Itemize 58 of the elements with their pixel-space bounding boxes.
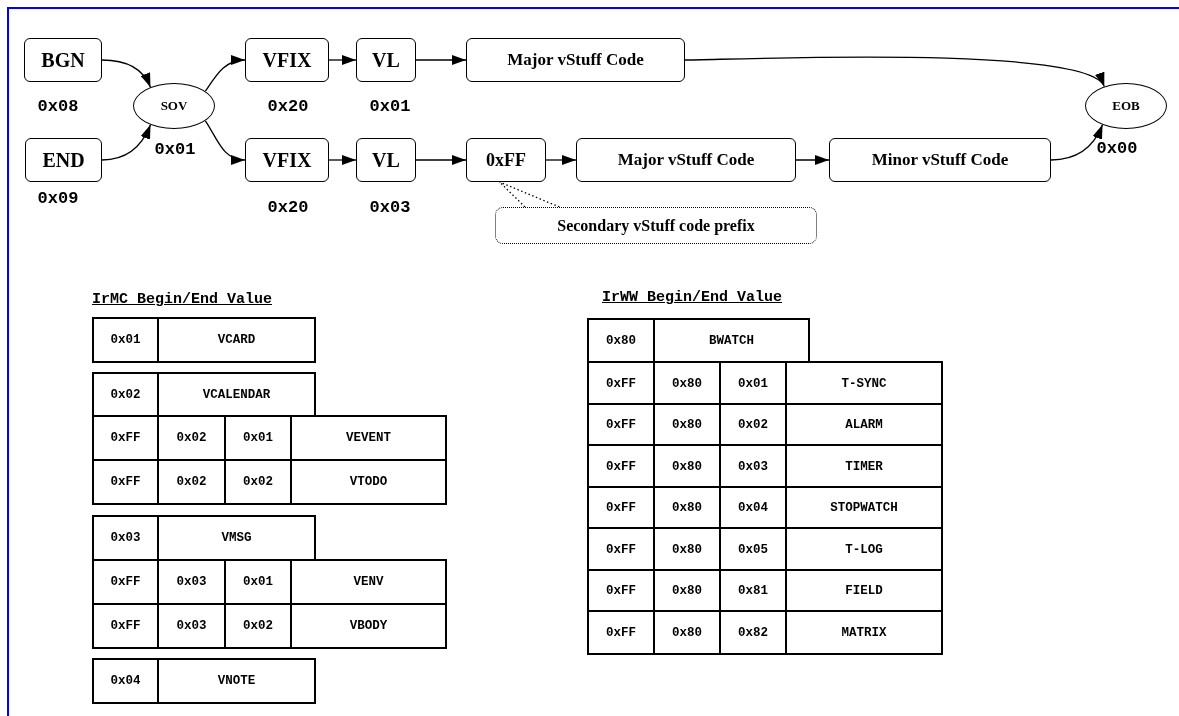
- table-title: IrWW Begin/End Value: [602, 289, 783, 306]
- hex-value-label: 0x00: [1096, 138, 1138, 158]
- table-cell: 0x04: [92, 658, 159, 704]
- table-cell: 0xFF: [92, 415, 159, 461]
- arrow: [415, 55, 467, 65]
- table-cell: VEVENT: [290, 415, 447, 461]
- arrow: [328, 155, 357, 165]
- table-cell: VTODO: [290, 459, 447, 505]
- table-cell: 0x01: [92, 317, 159, 363]
- process-box: Major vStuff Code: [576, 138, 796, 182]
- process-box: BGN: [24, 38, 102, 82]
- table-cell: 0xFF: [92, 459, 159, 505]
- arrow: [684, 56, 1105, 88]
- callout-box: Secondary vStuff code prefix: [495, 207, 817, 244]
- process-box: 0xFF: [466, 138, 546, 182]
- process-box: END: [25, 138, 102, 182]
- arrow: [328, 55, 357, 65]
- table-cell: 0x80: [587, 318, 655, 363]
- process-box: VL: [356, 38, 416, 82]
- hex-value-label: 0x01: [369, 96, 411, 116]
- process-box: Minor vStuff Code: [829, 138, 1051, 182]
- arrow: [545, 155, 577, 165]
- table-cell: 0xFF: [92, 603, 159, 649]
- table-cell: VNOTE: [157, 658, 316, 704]
- table-cell: VCARD: [157, 317, 316, 363]
- table-cell: T-LOG: [785, 527, 943, 572]
- arrow: [101, 124, 152, 161]
- leader-line: [498, 181, 561, 208]
- hex-value-label: 0x01: [154, 139, 196, 159]
- table-cell: 0x03: [92, 515, 159, 561]
- hex-value-label: 0x20: [267, 197, 309, 217]
- hex-value-label: 0x03: [369, 197, 411, 217]
- process-box: VFIX: [245, 138, 329, 182]
- arrow: [204, 55, 246, 92]
- table-cell: 0x82: [719, 610, 787, 655]
- table-cell: 0x80: [653, 610, 721, 655]
- arrow: [795, 155, 830, 165]
- process-box: Major vStuff Code: [466, 38, 685, 82]
- process-box: VL: [356, 138, 416, 182]
- table-cell: BWATCH: [653, 318, 810, 363]
- table-cell: TIMER: [785, 444, 943, 489]
- arrow: [1050, 124, 1104, 161]
- hex-value-label: 0x08: [37, 96, 79, 116]
- table-title: IrMC Begin/End Value: [92, 291, 273, 308]
- state-ellipse: SOV: [133, 83, 215, 129]
- hex-value-label: 0x09: [37, 188, 79, 208]
- table-cell: MATRIX: [785, 610, 943, 655]
- hex-value-label: 0x20: [267, 96, 309, 116]
- process-box: VFIX: [245, 38, 329, 82]
- table-cell: 0xFF: [587, 610, 655, 655]
- arrow: [101, 59, 152, 88]
- arrow: [415, 155, 467, 165]
- state-ellipse: EOB: [1085, 83, 1167, 129]
- table-cell: VBODY: [290, 603, 447, 649]
- table-cell: VCALENDAR: [157, 372, 316, 418]
- table-cell: VMSG: [157, 515, 316, 561]
- arrow: [204, 120, 246, 164]
- table-cell: 0x02: [92, 372, 159, 418]
